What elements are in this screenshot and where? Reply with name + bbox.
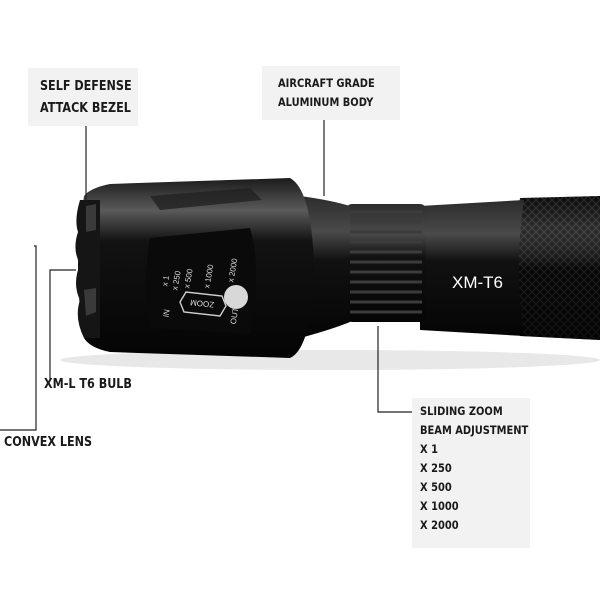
level-500: x 500	[182, 268, 194, 289]
zoom-label-line-4: X 250	[420, 461, 452, 475]
cast-shadow	[60, 350, 600, 370]
zoom-leader	[377, 326, 412, 413]
body-label: AIRCRAFT GRADE ALUMINUM BODY	[278, 74, 375, 112]
marking-in: IN	[162, 308, 172, 318]
bulb-label-text: XM-L T6 BULB	[44, 377, 132, 392]
level-1000: x 1000	[202, 263, 215, 289]
bezel-label-line-2: ATTACK BEZEL	[40, 101, 131, 116]
lens-label-text: CONVEX LENS	[4, 435, 93, 450]
product-badge: XM-T6	[452, 273, 503, 292]
zoom-label: SLIDING ZOOM BEAM ADJUSTMENT X 1 X 250 X…	[420, 402, 528, 535]
zoom-label-line-1: SLIDING ZOOM	[420, 404, 503, 418]
marking-out: OUT	[229, 307, 241, 325]
body-tube	[420, 200, 524, 336]
zoom-label-line-5: X 500	[420, 480, 452, 494]
bezel-label-line-1: SELF DEFENSE	[40, 79, 132, 94]
lens-leader	[49, 269, 76, 380]
zoom-label-line-6: X 1000	[420, 499, 459, 513]
level-250: x 250	[170, 270, 182, 291]
bulb-label: XM-L T6 BULB	[44, 374, 132, 396]
lens-label: CONVEX LENS	[4, 432, 92, 454]
zoom-label-line-7: X 2000	[420, 518, 459, 532]
bulb-leader	[0, 245, 37, 431]
head-panel	[146, 228, 256, 334]
switch-dot	[224, 285, 248, 309]
body-label-bg	[262, 66, 400, 120]
zoom-collar	[346, 204, 426, 322]
leader-lines	[0, 120, 412, 431]
zoom-label-bg	[412, 398, 530, 548]
head-neck	[300, 196, 350, 338]
level-1: x 1	[160, 274, 171, 287]
bezel-label: SELF DEFENSE ATTACK BEZEL	[40, 76, 132, 120]
zoom-word: ZOOM	[189, 298, 214, 309]
bezel-label-bg	[28, 68, 138, 126]
body-label-line-2: ALUMINUM BODY	[278, 95, 374, 109]
body-label-line-1: AIRCRAFT GRADE	[278, 76, 375, 90]
zoom-arrow	[179, 291, 227, 317]
zoom-label-line-3: X 1	[420, 442, 438, 456]
level-2000: x 2000	[226, 257, 239, 283]
zoom-label-line-2: BEAM ADJUSTMENT	[420, 423, 529, 437]
